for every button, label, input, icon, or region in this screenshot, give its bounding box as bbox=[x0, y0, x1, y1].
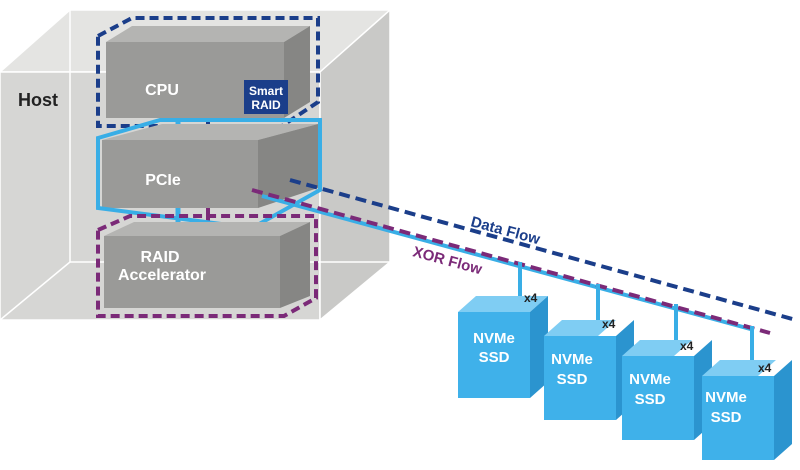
raid-accelerator-block bbox=[96, 214, 318, 318]
pcie-block bbox=[96, 118, 322, 231]
cpu-label: CPU bbox=[145, 82, 179, 99]
ssd-4-lanes: x4 bbox=[758, 361, 772, 375]
ssd-1-line1: NVMe bbox=[473, 330, 515, 347]
nvme-ssd-1: x4 NVMe SSD bbox=[458, 291, 548, 398]
ssd-1-lanes: x4 bbox=[524, 291, 538, 305]
nvme-ssd-3: x4 NVMe SSD bbox=[622, 339, 712, 440]
raid-accelerator-line1: RAID bbox=[140, 249, 179, 266]
smart-raid-badge: Smart RAID bbox=[244, 80, 288, 114]
smart-raid-line1: Smart bbox=[249, 84, 283, 98]
ssd-2-line1: NVMe bbox=[551, 351, 593, 368]
ssd-1-line2: SSD bbox=[479, 349, 510, 366]
ssd-3-line2: SSD bbox=[635, 391, 666, 408]
raid-accelerator-line2: Accelerator bbox=[118, 267, 206, 284]
xor-flow-label: XOR Flow bbox=[411, 243, 484, 278]
smart-raid-line2: RAID bbox=[251, 98, 281, 112]
xor-flow-line bbox=[251, 188, 771, 335]
data-flow-label: Data Flow bbox=[469, 213, 542, 248]
ssd-2-lanes: x4 bbox=[602, 317, 616, 331]
pcie-trunk-line bbox=[261, 194, 755, 332]
data-flow-line bbox=[289, 178, 797, 322]
nvme-ssd-4: x4 NVMe SSD bbox=[702, 360, 792, 460]
ssd-4-line2: SSD bbox=[711, 409, 742, 426]
ssd-3-lanes: x4 bbox=[680, 339, 694, 353]
ssd-3-line1: NVMe bbox=[629, 371, 671, 388]
ssd-2-line2: SSD bbox=[557, 371, 588, 388]
pcie-label: PCIe bbox=[145, 172, 181, 189]
host-label: Host bbox=[18, 90, 58, 110]
ssd-4-line1: NVMe bbox=[705, 389, 747, 406]
nvme-ssd-2: x4 NVMe SSD bbox=[544, 317, 634, 420]
